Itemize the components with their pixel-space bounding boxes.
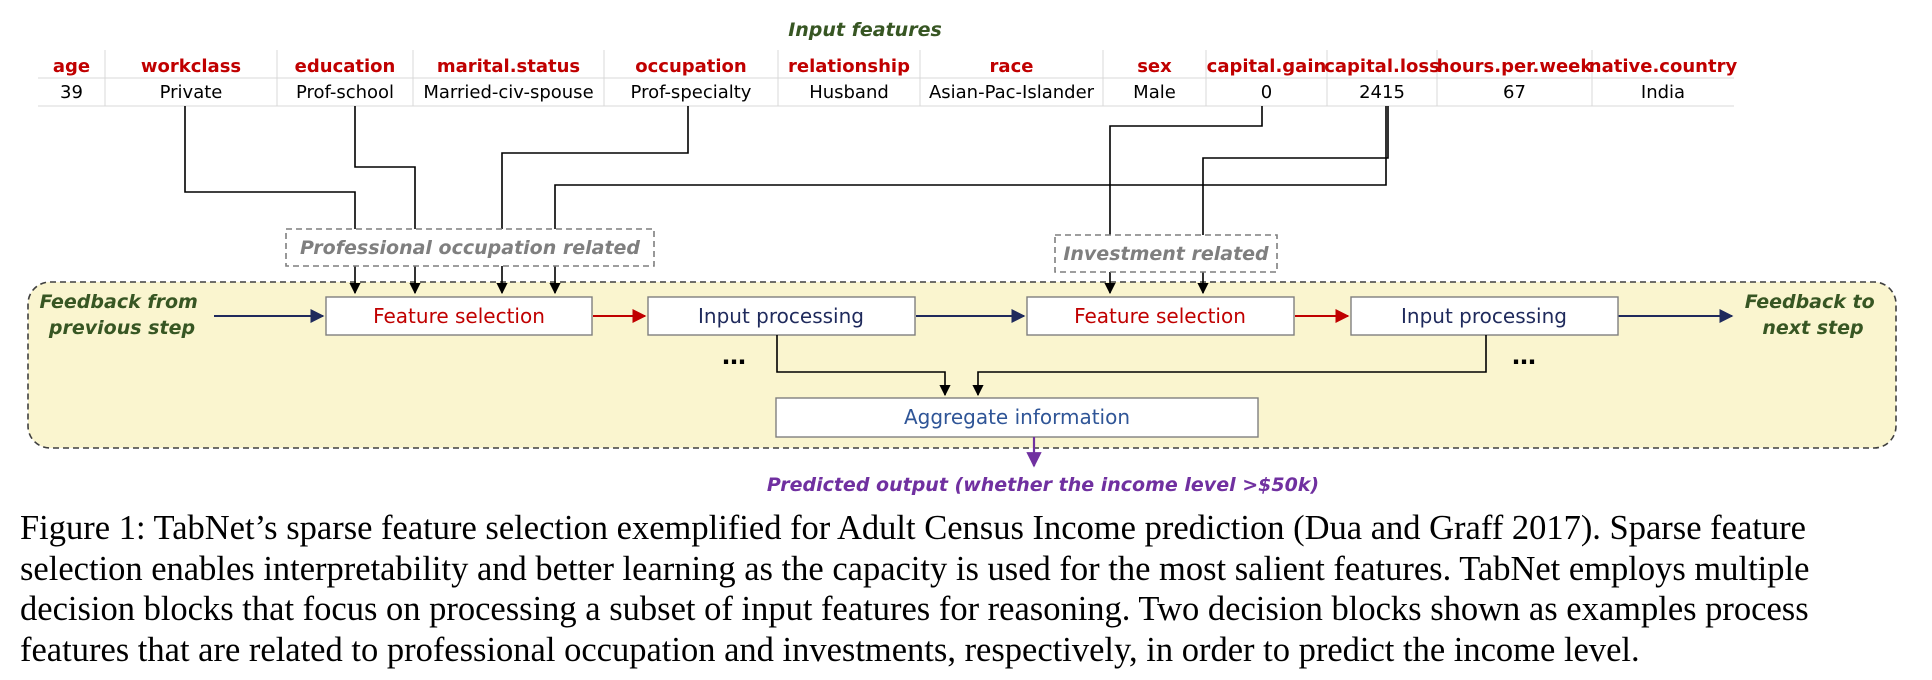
group-investment-label: Investment related bbox=[1063, 243, 1269, 265]
feature-selection-2-box bbox=[1026, 296, 1295, 336]
group-professional-label: Professional occupation related bbox=[300, 237, 640, 259]
input-processing-1-box bbox=[647, 296, 916, 336]
feature-value-hours-per-week: 67 bbox=[1503, 82, 1526, 103]
feature-value-race: Asian-Pac-Islander bbox=[929, 82, 1095, 103]
aggregate-label: Aggregate information bbox=[904, 405, 1130, 429]
feature-header-education: education bbox=[295, 56, 396, 77]
group-professional-box bbox=[285, 228, 655, 267]
feature-selection-1-label: Feature selection bbox=[373, 304, 545, 328]
feature-header-capital-gain: capital.gain bbox=[1207, 56, 1327, 77]
feature-selection-2-label: Feature selection bbox=[1074, 304, 1246, 328]
feature-selection-1-box bbox=[325, 296, 593, 336]
input-processing-1-label: Input processing bbox=[698, 304, 864, 328]
aggregate-box bbox=[775, 397, 1259, 438]
feedback-from-label: Feedback from previous step bbox=[40, 291, 205, 339]
wire-capital-gain bbox=[1104, 106, 1263, 295]
feature-header-hours-per-week: hours.per.week bbox=[1437, 56, 1594, 77]
feature-value-marital-status: Married-civ-spouse bbox=[423, 82, 593, 103]
feature-value-workclass: Private bbox=[160, 82, 223, 103]
feature-header-sex: sex bbox=[1137, 56, 1172, 77]
figure-caption: Figure 1: TabNet’s sparse feature select… bbox=[20, 509, 1810, 669]
feature-value-age: 39 bbox=[60, 82, 83, 103]
feature-value-sex: Male bbox=[1133, 82, 1176, 103]
feature-header-native-country: native.country bbox=[1589, 56, 1738, 77]
feature-header-marital-status: marital.status bbox=[437, 56, 580, 77]
feature-value-capital-gain: 0 bbox=[1261, 82, 1272, 103]
wire-capital-loss bbox=[1197, 106, 1389, 295]
feature-header-age: age bbox=[53, 56, 90, 77]
input-processing-2-label: Input processing bbox=[1401, 304, 1567, 328]
wire-ip1-to-aggregate bbox=[776, 335, 951, 397]
feature-header-relationship: relationship bbox=[788, 56, 910, 77]
feature-header-occupation: occupation bbox=[635, 56, 747, 77]
feature-value-education: Prof-school bbox=[296, 82, 394, 103]
feature-header-race: race bbox=[990, 56, 1034, 77]
input-features-title: Input features bbox=[788, 19, 942, 41]
wire-marital bbox=[496, 106, 689, 295]
feature-value-native-country: India bbox=[1641, 82, 1685, 103]
predicted-output-label: Predicted output (whether the income lev… bbox=[767, 474, 1319, 496]
feature-value-capital-loss: 2415 bbox=[1359, 82, 1405, 103]
feature-value-occupation: Prof-specialty bbox=[631, 82, 752, 103]
wire-ip2-to-aggregate bbox=[972, 335, 1487, 397]
ellipsis-2: … bbox=[1512, 342, 1536, 370]
feedback-to-label: Feedback to next step bbox=[1745, 291, 1882, 339]
feature-header-workclass: workclass bbox=[141, 56, 241, 77]
group-investment-box bbox=[1054, 234, 1278, 273]
feature-value-relationship: Husband bbox=[809, 82, 889, 103]
input-processing-2-box bbox=[1350, 296, 1619, 336]
feature-header-capital-loss: capital.loss bbox=[1324, 56, 1440, 77]
ellipsis-1: … bbox=[722, 342, 746, 370]
